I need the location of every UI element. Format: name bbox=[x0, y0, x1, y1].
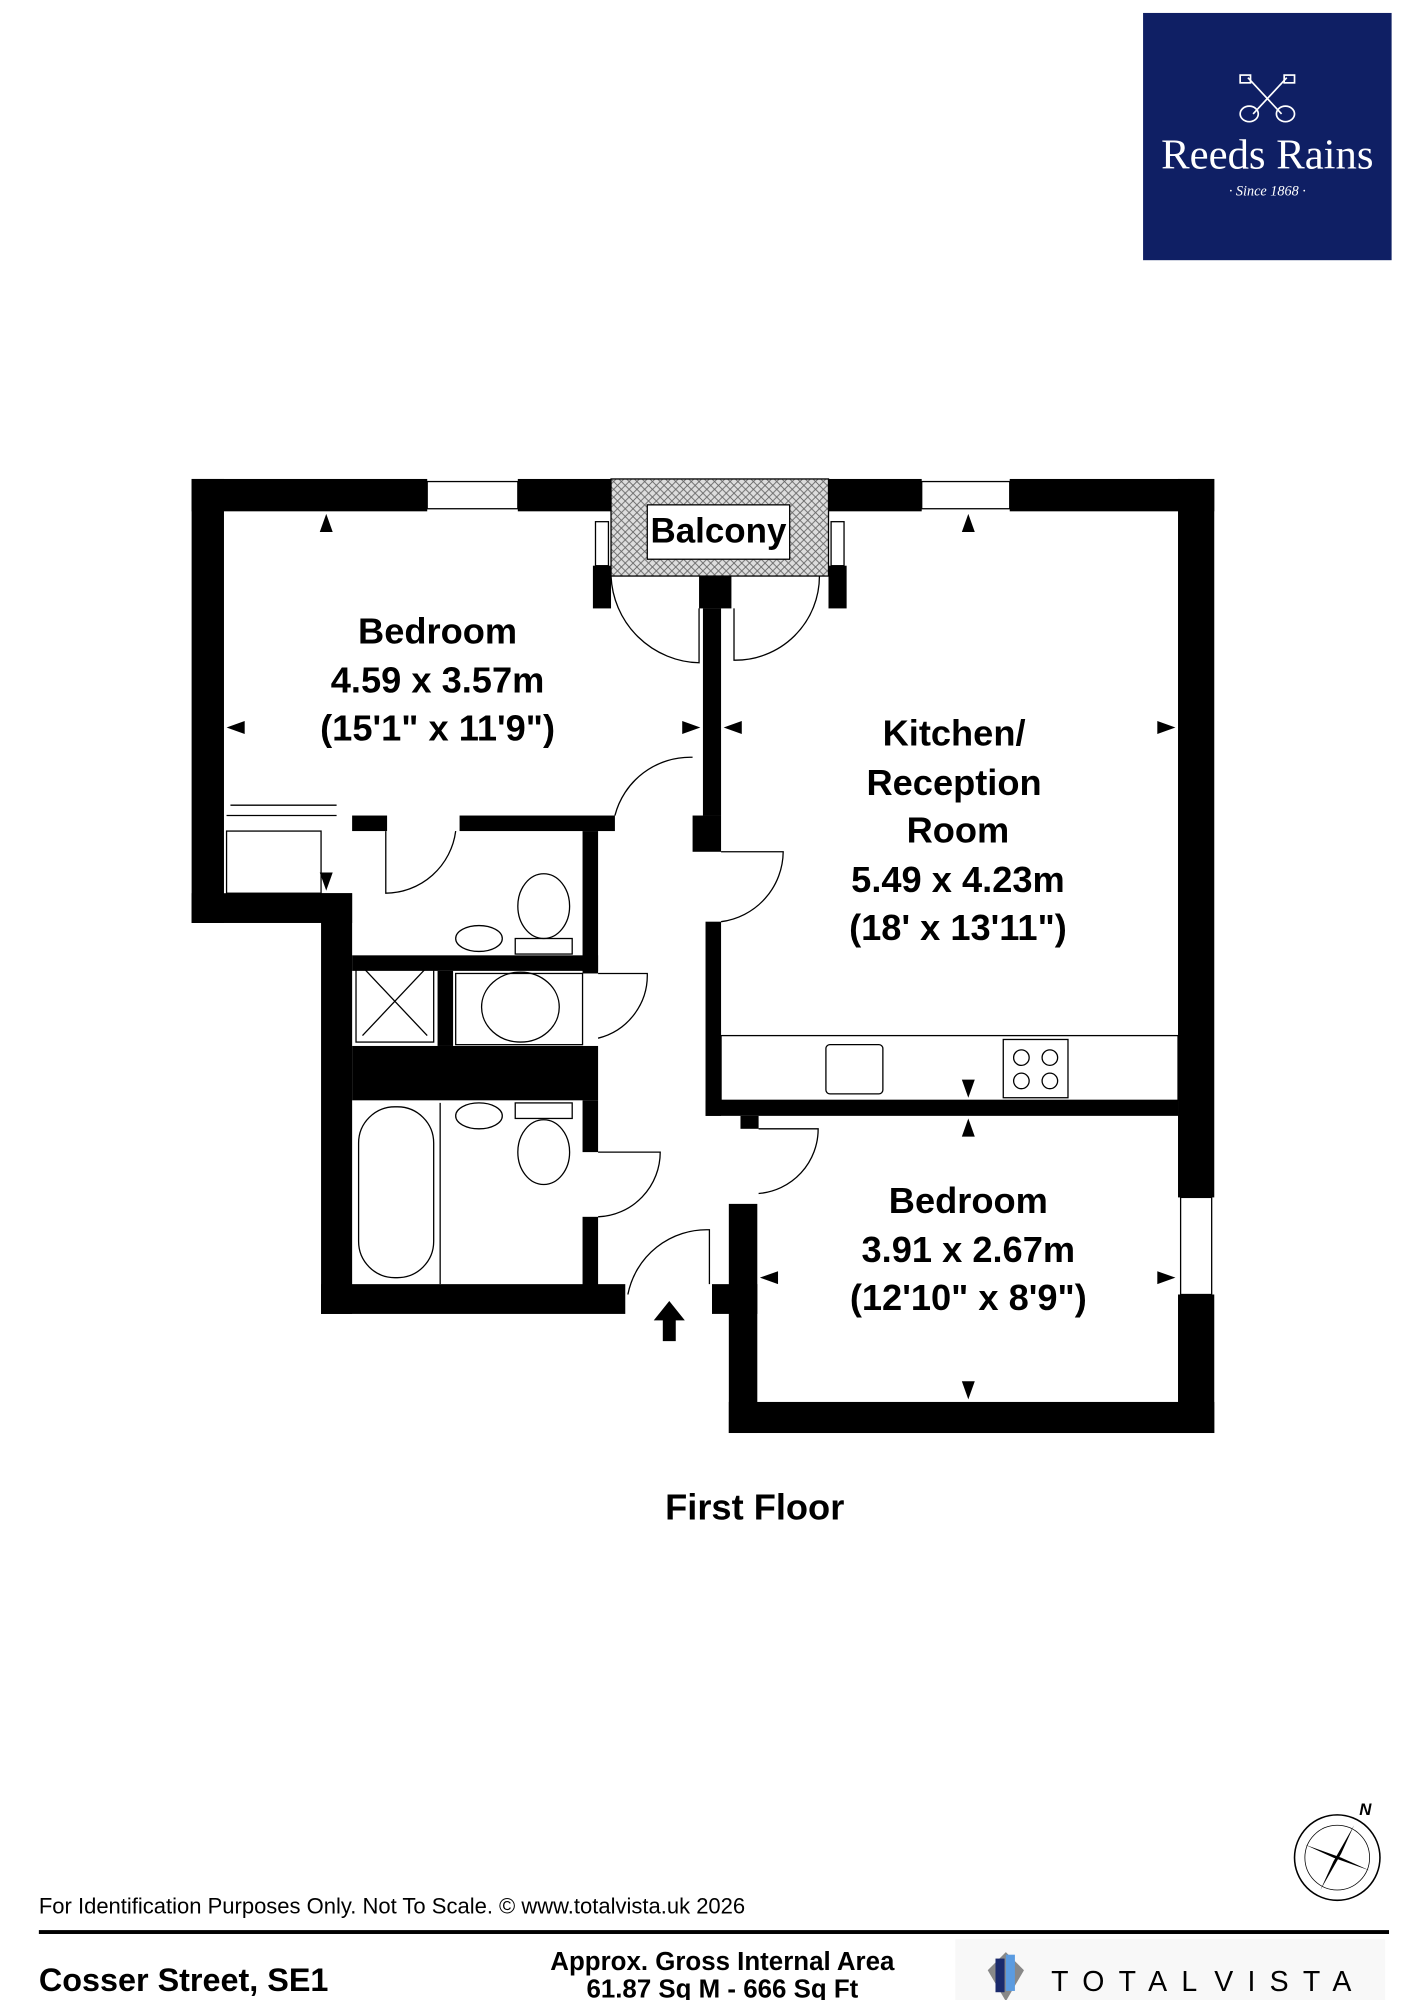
entrance-arrow-icon bbox=[653, 1300, 685, 1342]
room-label-bedroom-2: Bedroom 3.91 x 2.67m (12'10" x 8'9") bbox=[850, 1180, 1087, 1318]
svg-text:(12'10" x 8'9"): (12'10" x 8'9") bbox=[850, 1277, 1087, 1318]
floor-name: First Floor bbox=[665, 1487, 844, 1528]
fixtures bbox=[225, 830, 1179, 1285]
windows bbox=[426, 480, 1213, 1296]
basin bbox=[455, 1102, 503, 1130]
door-swings bbox=[226, 576, 821, 1295]
svg-text:(18' x 13'11"): (18' x 13'11") bbox=[849, 907, 1067, 948]
svg-text:3.91 x 2.67m: 3.91 x 2.67m bbox=[862, 1229, 1076, 1270]
svg-text:Kitchen/: Kitchen/ bbox=[883, 713, 1026, 754]
svg-text:(15'1" x 11'9"): (15'1" x 11'9") bbox=[320, 707, 555, 748]
svg-text:Bedroom: Bedroom bbox=[358, 610, 517, 651]
svg-text:Room: Room bbox=[907, 810, 1010, 851]
logo-tagline: · Since 1868 · bbox=[1229, 183, 1306, 199]
basin bbox=[455, 924, 503, 953]
balcony-label: Balcony bbox=[651, 511, 787, 550]
address: Cosser Street, SE1 bbox=[39, 1962, 329, 1998]
svg-text:Bedroom: Bedroom bbox=[889, 1180, 1048, 1221]
logo-name: Reeds Rains bbox=[1161, 131, 1373, 178]
dimension-markers bbox=[226, 513, 1176, 1400]
hob bbox=[1002, 1038, 1069, 1099]
svg-text:Reception: Reception bbox=[866, 762, 1041, 803]
reeds-rains-logo: Reeds Rains · Since 1868 · bbox=[1143, 12, 1392, 261]
crossed-keys-icon bbox=[1239, 74, 1296, 123]
sink bbox=[825, 1044, 884, 1095]
compass-icon: N bbox=[1293, 1800, 1381, 1902]
totalvista-logo: TOTAL VISTA bbox=[955, 1939, 1386, 2000]
kitchen-worktop bbox=[720, 1034, 1179, 1101]
floor-plan: Balcony bbox=[191, 478, 1215, 1528]
room-label-bedroom-1: Bedroom 4.59 x 3.57m (15'1" x 11'9") bbox=[320, 610, 555, 748]
logo-background bbox=[1143, 12, 1392, 261]
toilet bbox=[517, 873, 571, 940]
area-value: 61.87 Sq M - 666 Sq Ft bbox=[586, 1975, 858, 2000]
svg-text:5.49 x 4.23m: 5.49 x 4.23m bbox=[851, 859, 1065, 900]
room-label-kitchen-reception: Kitchen/ Reception Room 5.49 x 4.23m (18… bbox=[849, 713, 1067, 948]
bath bbox=[357, 1106, 435, 1279]
walls bbox=[191, 478, 1215, 1434]
compass-north: N bbox=[1359, 1800, 1372, 1819]
disclaimer: For Identification Purposes Only. Not To… bbox=[39, 1893, 745, 1918]
shower-tray bbox=[355, 959, 435, 1043]
totalvista-part2: VISTA bbox=[1214, 1966, 1365, 1998]
area-title: Approx. Gross Internal Area bbox=[550, 1948, 895, 1976]
totalvista-part1: TOTAL bbox=[1051, 1966, 1211, 1998]
svg-text:4.59 x 3.57m: 4.59 x 3.57m bbox=[331, 660, 545, 701]
boiler-cupboard bbox=[480, 971, 560, 1043]
toilet bbox=[517, 1119, 571, 1186]
footer-divider bbox=[38, 1930, 1390, 1934]
